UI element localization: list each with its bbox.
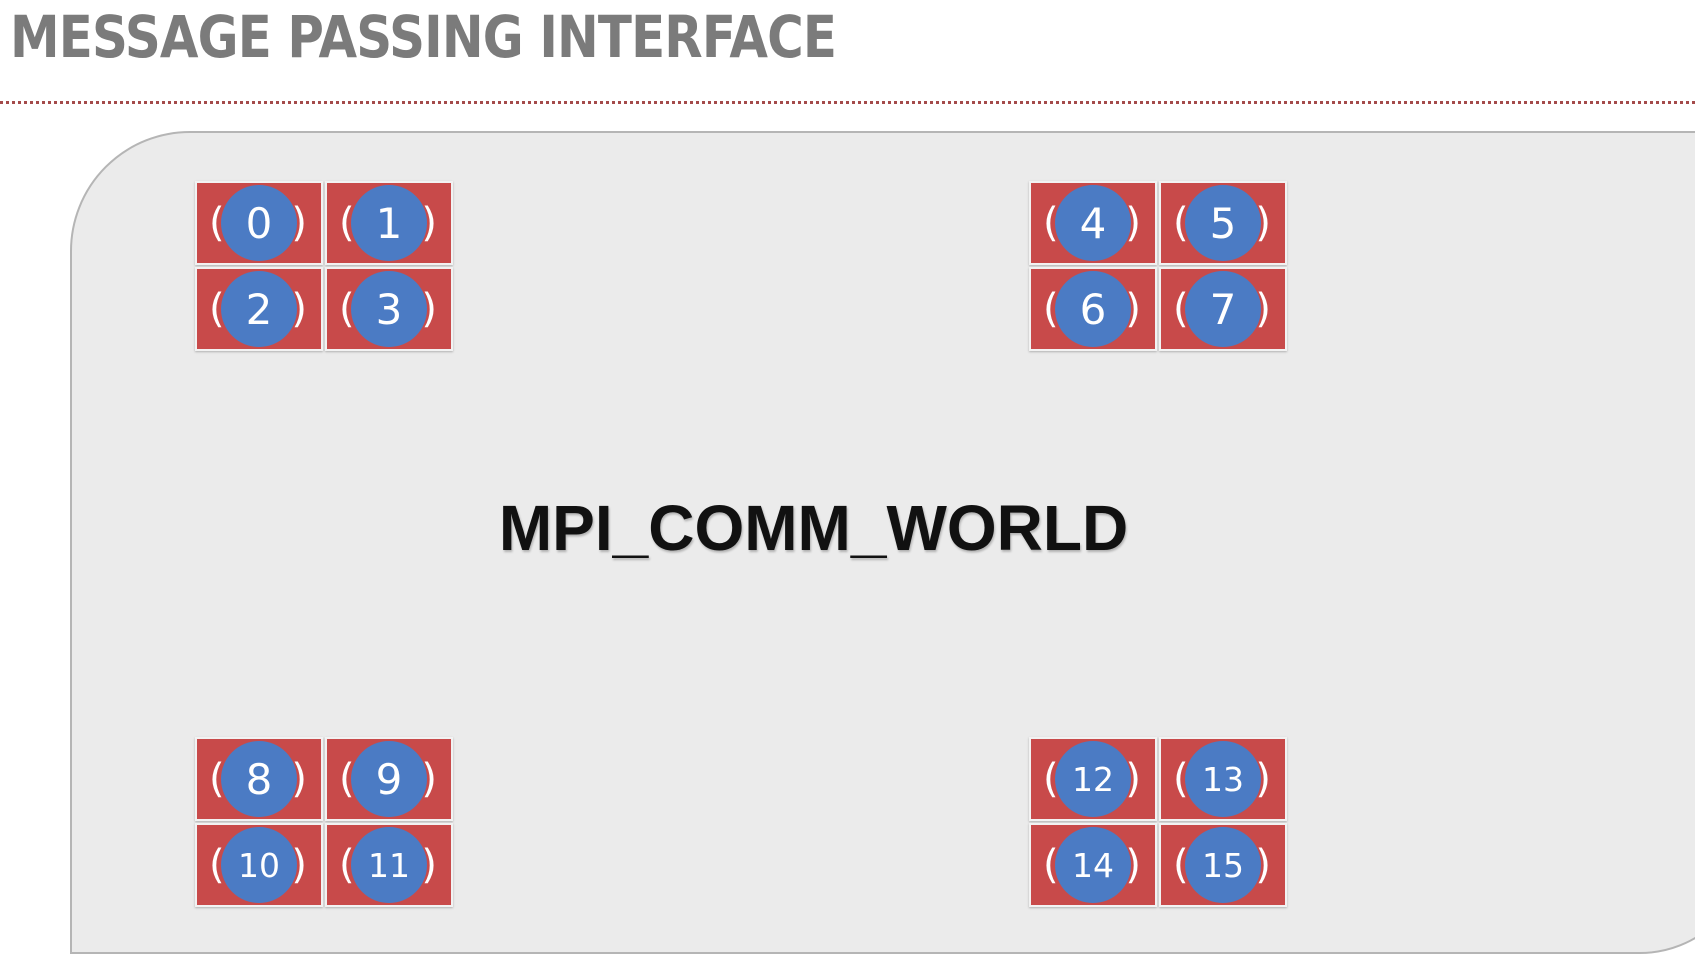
- cpu-glyph-left: (: [1173, 200, 1189, 246]
- process-rank: 5: [1185, 185, 1261, 261]
- compute-node-2: ( ) 8 ( ) 9 ( ) 10 ( ) 11: [195, 737, 455, 907]
- process-rank: 0: [221, 185, 297, 261]
- cpu-glyph-left: (: [339, 286, 355, 332]
- cpu-glyph-left: (: [209, 286, 225, 332]
- cpu-glyph-left: (: [339, 200, 355, 246]
- cpu-core: ( ) 14: [1029, 823, 1157, 907]
- process-rank: 6: [1055, 271, 1131, 347]
- cpu-core: ( ) 9: [325, 737, 453, 821]
- cpu-core: ( ) 11: [325, 823, 453, 907]
- process-rank: 11: [351, 827, 427, 903]
- process-rank: 13: [1185, 741, 1261, 817]
- cpu-glyph-left: (: [1173, 756, 1189, 802]
- cpu-core: ( ) 13: [1159, 737, 1287, 821]
- cpu-core: ( ) 1: [325, 181, 453, 265]
- cpu-core: ( ) 3: [325, 267, 453, 351]
- cpu-glyph-left: (: [1043, 756, 1059, 802]
- cpu-glyph-left: (: [1043, 286, 1059, 332]
- cpu-glyph-left: (: [1043, 200, 1059, 246]
- cpu-core: ( ) 4: [1029, 181, 1157, 265]
- process-rank: 10: [221, 827, 297, 903]
- cpu-core: ( ) 15: [1159, 823, 1287, 907]
- cpu-core: ( ) 0: [195, 181, 323, 265]
- cpu-core: ( ) 10: [195, 823, 323, 907]
- title-divider: [0, 101, 1695, 104]
- process-rank: 4: [1055, 185, 1131, 261]
- communicator-label: MPI_COMM_WORLD: [498, 492, 1129, 564]
- compute-node-0: ( ) 0 ( ) 1 ( ) 2 ( ) 3: [195, 181, 455, 351]
- process-rank: 12: [1055, 741, 1131, 817]
- compute-node-1: ( ) 4 ( ) 5 ( ) 6 ( ) 7: [1029, 181, 1289, 351]
- process-rank: 14: [1055, 827, 1131, 903]
- process-rank: 7: [1185, 271, 1261, 347]
- process-rank: 2: [221, 271, 297, 347]
- cpu-core: ( ) 2: [195, 267, 323, 351]
- cpu-core: ( ) 12: [1029, 737, 1157, 821]
- process-rank: 9: [351, 741, 427, 817]
- cpu-glyph-left: (: [209, 200, 225, 246]
- cpu-glyph-left: (: [339, 756, 355, 802]
- cpu-glyph-left: (: [1173, 842, 1189, 888]
- cpu-glyph-left: (: [339, 842, 355, 888]
- cpu-glyph-left: (: [209, 756, 225, 802]
- cpu-glyph-left: (: [209, 842, 225, 888]
- slide-title: MESSAGE PASSING INTERFACE: [10, 3, 837, 71]
- process-rank: 3: [351, 271, 427, 347]
- cpu-core: ( ) 5: [1159, 181, 1287, 265]
- cpu-core: ( ) 8: [195, 737, 323, 821]
- process-rank: 8: [221, 741, 297, 817]
- process-rank: 15: [1185, 827, 1261, 903]
- cpu-glyph-left: (: [1173, 286, 1189, 332]
- process-rank: 1: [351, 185, 427, 261]
- compute-node-3: ( ) 12 ( ) 13 ( ) 14 ( ) 15: [1029, 737, 1289, 907]
- cpu-glyph-left: (: [1043, 842, 1059, 888]
- cpu-core: ( ) 6: [1029, 267, 1157, 351]
- cpu-core: ( ) 7: [1159, 267, 1287, 351]
